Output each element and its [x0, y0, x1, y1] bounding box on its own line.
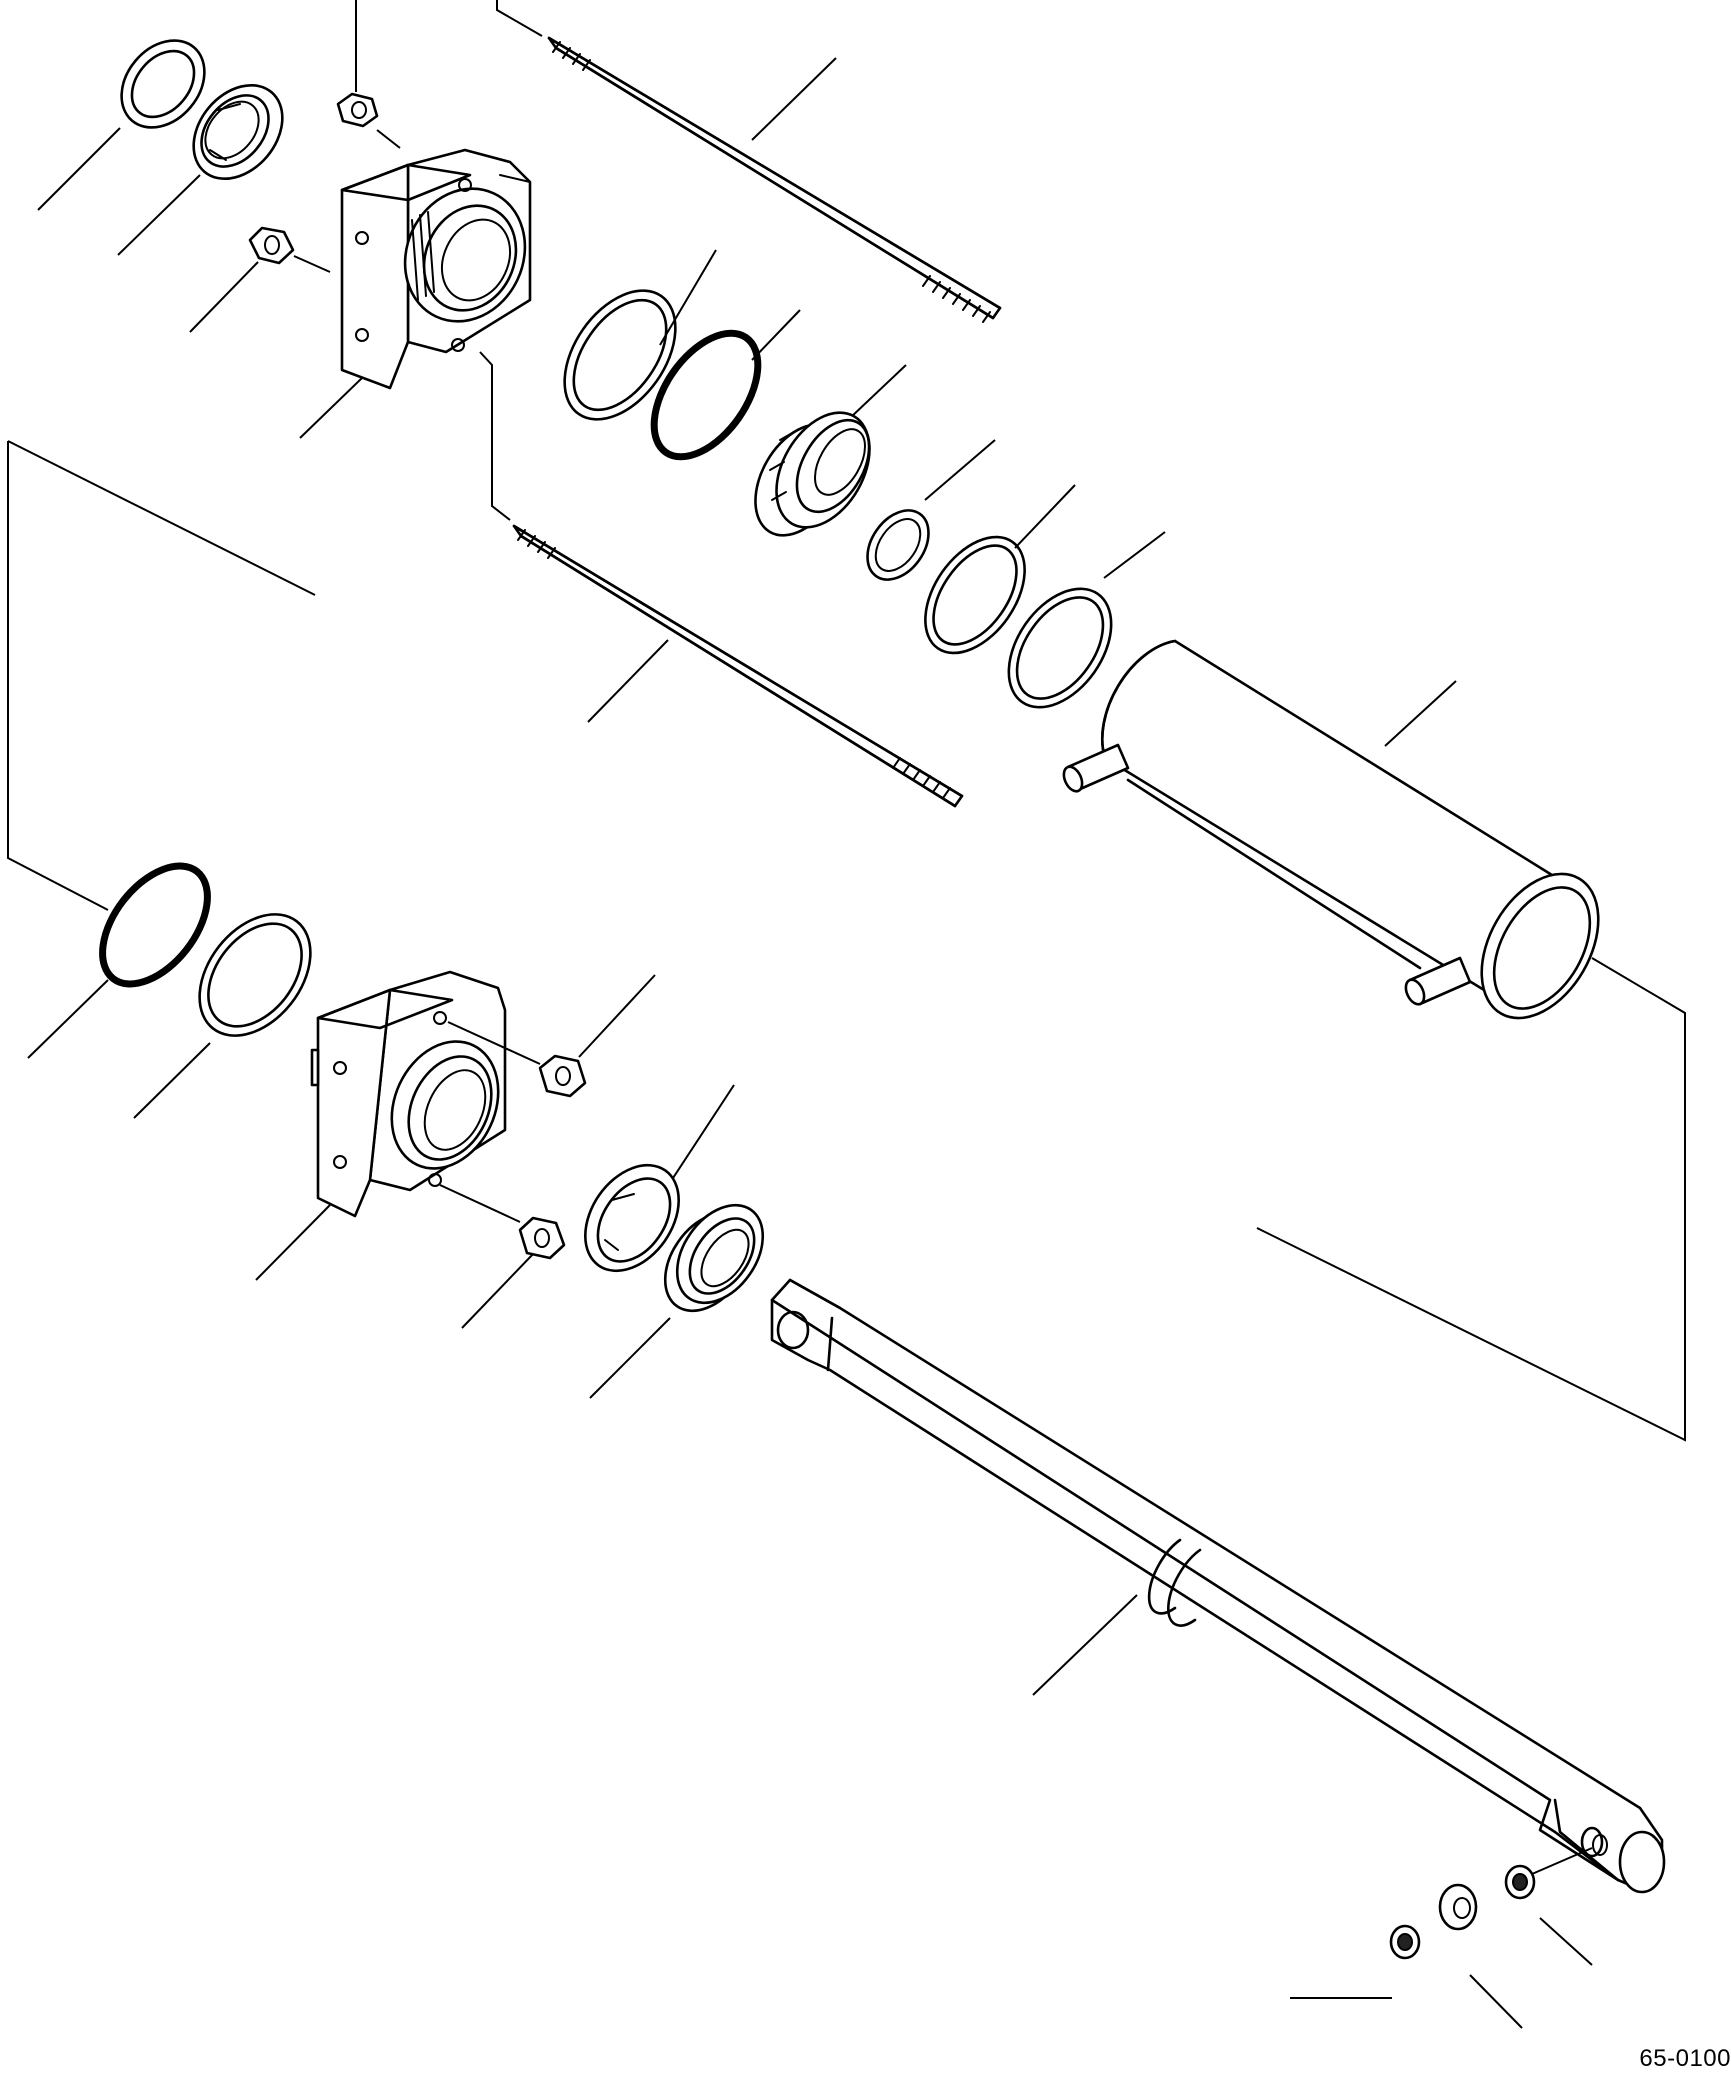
tube-port-lower [1404, 956, 1472, 1006]
lower-o-ring [99, 862, 211, 988]
upper-tie-rod [547, 36, 1002, 323]
piston [754, 411, 871, 537]
upper-nut-side [248, 226, 331, 273]
piston-rod [770, 1278, 1666, 1894]
lower-nut-right [538, 1054, 587, 1098]
leader-lines [7, 0, 1686, 2029]
lower-tie-rod [479, 351, 964, 808]
lower-nut-bottom [518, 1216, 566, 1260]
upper-nut-top [336, 92, 401, 149]
lower-seal-ring [198, 913, 312, 1037]
rod-end-bushing [1438, 1883, 1478, 1931]
piston-seal-ring-1 [563, 289, 677, 421]
rod-end-nut-1 [1504, 1847, 1593, 1900]
piston-o-ring [650, 329, 762, 461]
cylinder-tube [1062, 639, 1600, 1020]
lower-bearing [584, 1163, 680, 1273]
upper-bearing [192, 83, 284, 181]
upper-seal-ring [120, 39, 206, 129]
rod-end-nut-2 [1389, 1924, 1421, 1960]
lower-head-flange [310, 970, 541, 1223]
lower-rod-seal [663, 1203, 765, 1313]
upper-head-flange [340, 148, 532, 390]
piston-wear-ring [866, 509, 930, 581]
drawing-number: 65-0100 [1639, 2045, 1731, 2072]
piston-seal-ring-3 [1007, 587, 1113, 709]
piston-seal-ring-2 [924, 535, 1026, 655]
tube-port-upper [1062, 743, 1130, 793]
